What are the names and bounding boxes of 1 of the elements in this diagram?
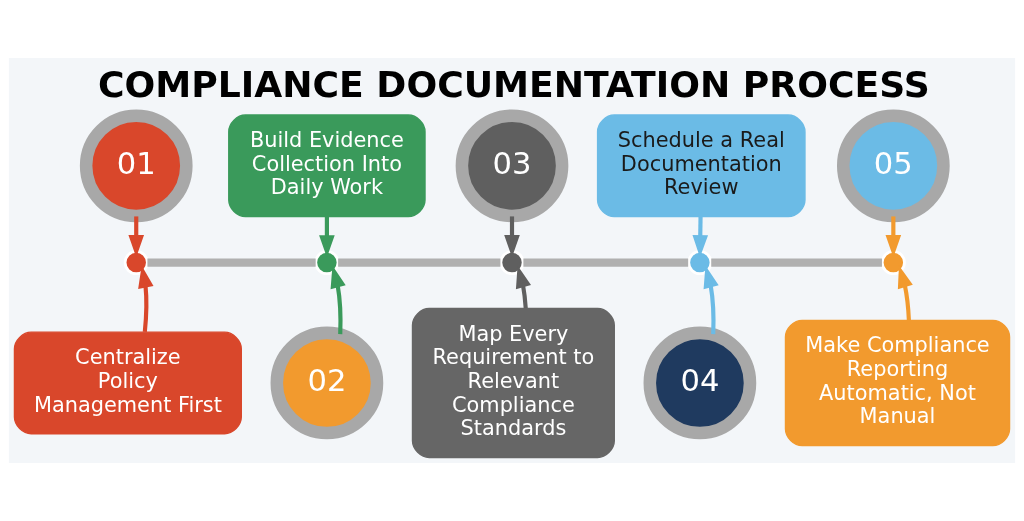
diagram-title: COMPLIANCE DOCUMENTATION PROCESS	[97, 62, 930, 106]
